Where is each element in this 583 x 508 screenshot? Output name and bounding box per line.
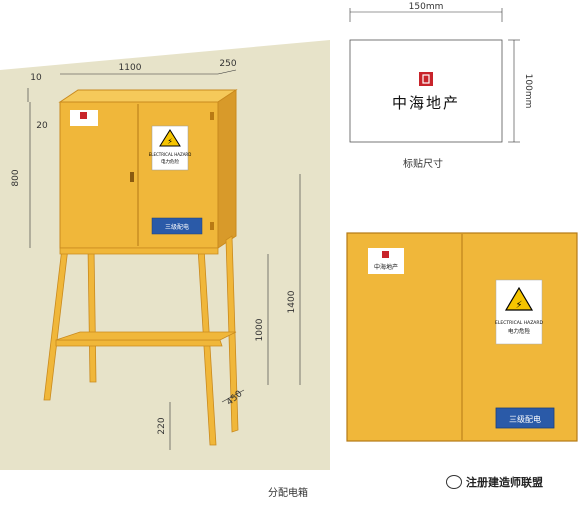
warning-en: ELECTRICAL HAZARD — [149, 152, 192, 157]
front-warning-triangle-icon — [504, 286, 534, 311]
dim-depth: 250 — [219, 59, 236, 69]
dim-bottom: 220 — [157, 417, 167, 434]
dim-top-small-b: 20 — [36, 121, 48, 131]
dim-total-height: 1400 — [287, 290, 297, 313]
front-view-svg: 中海地产 ⚡ ELECTRICAL HAZARD 电力危险 三级配电 — [346, 232, 578, 442]
cabinet-legs — [43, 235, 239, 446]
front-warning-cn: 电力危险 — [508, 327, 531, 335]
front-warning-en: ELECTRICAL HAZARD — [495, 320, 543, 326]
watermark-text: 注册建造师联盟 — [466, 476, 543, 489]
dim-width: 1100 — [119, 63, 142, 73]
cabinet-drawing: ⚡ ELECTRICAL HAZARD 电力危险 三级配电 11 — [0, 40, 330, 470]
cabinet-top — [58, 89, 238, 103]
cabinet-side — [217, 89, 237, 249]
sticker-dim-height: 100mm — [523, 74, 533, 109]
front-panel-label: 三级配电 — [509, 414, 541, 424]
brand-logo-icon — [419, 72, 433, 86]
hinge-bottom — [210, 222, 214, 230]
front-panel-label-plate — [495, 407, 555, 429]
sticker-frame — [349, 39, 503, 143]
front-logo-icon — [382, 251, 389, 258]
sticker-dimension-lines — [349, 8, 520, 143]
front-lightning-icon: ⚡ — [515, 300, 522, 311]
dim-top-small-a: 10 — [30, 73, 42, 83]
dim-height: 800 — [11, 169, 21, 186]
panel-label-plate — [151, 217, 203, 235]
sticker-svg: 150mm 100mm 中海地产 — [349, 2, 533, 143]
front-brand: 中海地产 — [374, 263, 398, 271]
wechat-icon — [446, 475, 462, 489]
front-view: 中海地产 ⚡ ELECTRICAL HAZARD 电力危险 三级配电 — [346, 232, 578, 442]
sticker-dim-width: 150mm — [409, 2, 444, 12]
door-logo-mark — [80, 112, 87, 119]
brand-logo-mark — [422, 74, 430, 84]
label-sticker-drawing: 150mm 100mm 中海地产 — [340, 0, 540, 175]
warning-triangle-icon — [159, 129, 181, 147]
door-handle — [130, 172, 134, 182]
dimension-lines — [27, 69, 301, 450]
watermark: 注册建造师联盟 — [446, 474, 543, 490]
sticker-caption: 标贴尺寸 — [403, 159, 443, 170]
dim-leg-height: 1000 — [255, 318, 265, 341]
sticker-brand: 中海地产 — [392, 94, 460, 112]
warning-cn: 电力危险 — [161, 158, 179, 165]
panel-label: 三级配电 — [165, 223, 189, 231]
hinge-top — [210, 112, 214, 120]
cabinet-svg: ⚡ ELECTRICAL HAZARD 电力危险 三级配电 11 — [0, 40, 330, 470]
lightning-icon: ⚡ — [167, 137, 173, 146]
cabinet-caption: 分配电箱 — [268, 488, 308, 499]
